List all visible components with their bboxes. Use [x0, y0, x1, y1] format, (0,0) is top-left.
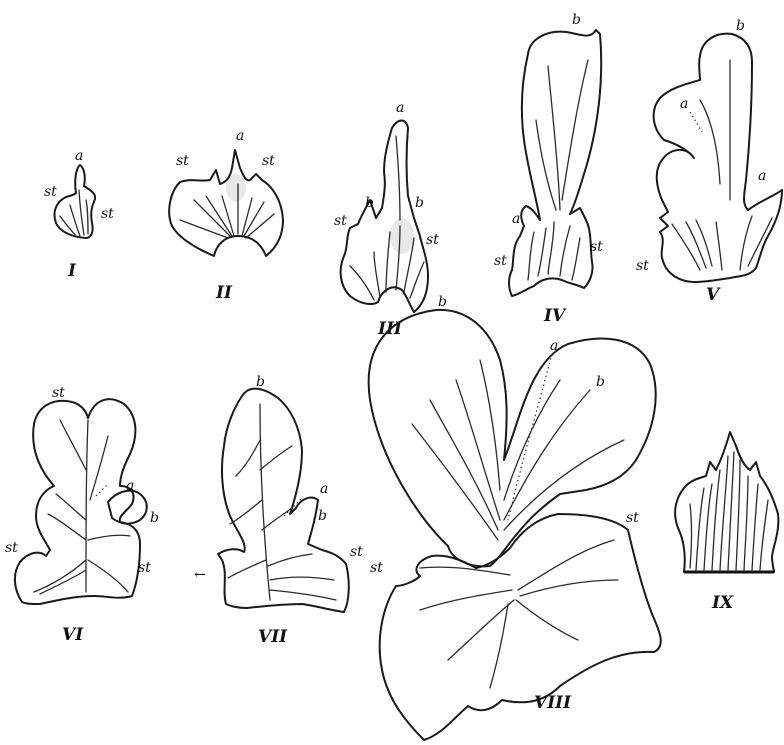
figure-viii-label-st-left: st: [370, 560, 383, 576]
figure-ix: IX: [675, 432, 778, 613]
figure-v-label-a2: a: [758, 168, 766, 184]
figure-vii: b a b st ← VII: [194, 374, 363, 647]
figure-v-label-b: b: [736, 18, 745, 34]
figure-ii-label-st-left: st: [176, 153, 189, 169]
figure-viii-label-b-top: b: [438, 294, 447, 310]
figure-viii-label-st-right: st: [626, 510, 639, 526]
figure-v: b a a st V: [636, 18, 782, 305]
figure-ii: a st st II: [169, 128, 283, 303]
figure-iv-label-a: a: [512, 211, 520, 227]
figure-iv-label-b: b: [572, 12, 581, 28]
figure-v-numeral: V: [706, 285, 721, 305]
figure-iii-label-a: a: [396, 100, 404, 116]
figure-iv-label-st-right: st: [590, 239, 603, 255]
figure-iv-numeral: IV: [543, 306, 567, 326]
figure-v-label-a: a: [680, 96, 688, 112]
figure-vii-arrow: ←: [194, 567, 206, 583]
figure-iii-label-st-left: st: [334, 213, 347, 229]
figure-iii-label-b-right: b: [415, 195, 424, 211]
figure-viii-numeral: VIII: [534, 693, 572, 713]
figure-ii-label-a: a: [236, 128, 244, 144]
figure-ix-numeral: IX: [711, 593, 734, 613]
figure-iii-label-st-right: st: [426, 232, 439, 248]
figure-vi: st a b st st VI: [5, 385, 159, 645]
figure-i-numeral: I: [67, 261, 77, 281]
figure-vii-label-st: st: [350, 544, 363, 560]
figure-vi-label-st-right: st: [138, 560, 151, 576]
figure-i-outline: [54, 165, 95, 238]
figure-vi-label-st-top: st: [52, 385, 65, 401]
figure-vi-label-a: a: [126, 478, 134, 494]
figure-viii-outline: [369, 310, 656, 566]
figure-i: a st st I: [44, 148, 114, 281]
figure-vi-numeral: VI: [62, 625, 84, 645]
figure-vii-label-b: b: [318, 508, 327, 524]
figure-ii-label-st-right: st: [262, 153, 275, 169]
figure-iv-label-st-left: st: [494, 253, 507, 269]
figure-vii-label-a: a: [320, 481, 328, 497]
figure-viii-label-b-right: b: [596, 374, 605, 390]
figure-vi-label-b: b: [150, 510, 159, 526]
figure-iii: a b b st st III: [334, 100, 439, 339]
figure-v-label-st: st: [636, 258, 649, 274]
figure-iv: b a st st IV: [494, 12, 603, 326]
figure-iv-outline: [509, 30, 601, 296]
figure-vii-numeral: VII: [258, 627, 288, 647]
figure-iii-label-b-left: b: [365, 195, 374, 211]
figure-viii-lower-outline: [380, 514, 661, 740]
figure-viii: b a b st st VIII: [369, 294, 661, 740]
figure-i-label-st-right: st: [101, 206, 114, 222]
figure-i-label-a: a: [75, 148, 83, 164]
figure-vii-label-b-top: b: [256, 374, 265, 390]
figure-vi-label-st-left: st: [5, 540, 18, 556]
figure-viii-label-a: a: [550, 338, 558, 354]
figure-ii-numeral: II: [215, 283, 233, 303]
figure-i-label-st-left: st: [44, 184, 57, 200]
